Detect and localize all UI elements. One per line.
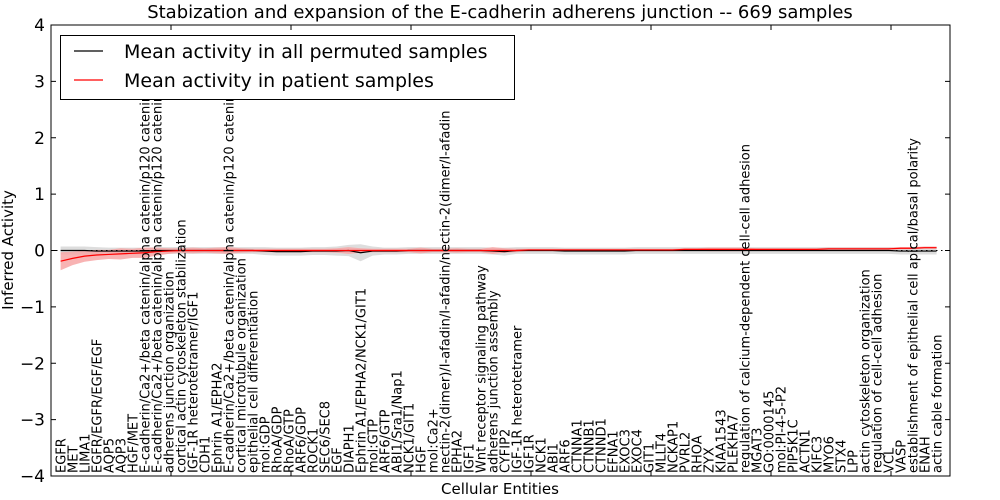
x-tick-label: IGF1 xyxy=(463,443,478,473)
x-tick-label: STX4 xyxy=(835,440,850,473)
x-tick-label: mol:GDP xyxy=(259,416,274,473)
x-tick-label: CDH1 xyxy=(199,436,214,473)
x-tick-label: AQP3 xyxy=(115,438,130,473)
y-tick-label: 4 xyxy=(34,16,45,36)
x-tick-label: ENAH xyxy=(919,436,934,473)
x-tick-label: DIAPH1 xyxy=(343,424,358,473)
x-tick-label: EGF xyxy=(331,447,346,473)
x-tick-label: IGF-1R heterotetramer/IGF1 xyxy=(187,292,202,473)
y-tick-label: 3 xyxy=(34,72,45,92)
x-tick-label: Wnt receptor signaling pathway xyxy=(475,265,490,473)
title-backdrop xyxy=(95,0,910,24)
x-tick-label: LPP xyxy=(847,450,862,473)
legend-box xyxy=(60,35,515,100)
y-tick-label: −3 xyxy=(20,411,45,431)
x-tick-label: Ephrin A1/EPHA2 xyxy=(211,362,226,473)
x-tick-label: cortical actin cytoskeleton stabilizatio… xyxy=(175,219,190,473)
x-tick-label: KIAA1543 xyxy=(715,409,730,473)
x-tick-label: ROCK1 xyxy=(307,428,322,473)
x-tick-label: MLLT4 xyxy=(655,433,670,473)
x-tick-label: NCK1 xyxy=(535,437,550,473)
x-tick-label: ACTN1 xyxy=(799,429,814,473)
x-tick-label: GO:0000145 xyxy=(763,391,778,473)
x-tick-label: ABI1 xyxy=(547,443,562,473)
x-tick-label: E-cadherin/Ca2+/beta catenin/alpha caten… xyxy=(223,94,238,473)
x-tick-label: NCKAP1 xyxy=(667,421,682,473)
x-tick-label: E-cadherin/Ca2+/beta catenin/alpha caten… xyxy=(151,80,166,473)
x-tick-label: VASP xyxy=(895,440,910,473)
x-tick-label: cortical microtubule organization xyxy=(235,258,250,473)
x-tick-label: mol:GTP xyxy=(367,419,382,473)
x-tick-label: ARF6/GDP xyxy=(295,407,310,473)
x-tick-label: EGFR/EGFR/EGF/EGF xyxy=(91,339,106,473)
x-tick-label: CTNNA1 xyxy=(571,419,586,473)
x-tick-label: establishment of epithelial cell apical/… xyxy=(907,138,922,473)
x-tick-label: CTNND1 xyxy=(595,418,610,473)
x-tick-label: actin cytoskeleton organization xyxy=(859,269,874,473)
legend: Mean activity in all permuted samples Me… xyxy=(60,35,515,100)
x-tick-label: CTNNB1 xyxy=(583,419,598,473)
x-tick-label: KIFC3 xyxy=(811,436,826,473)
x-tick-label: HGF/MET xyxy=(127,414,142,473)
y-tick-label: −4 xyxy=(20,467,45,487)
x-tick-label: PIP5K1C xyxy=(787,419,802,473)
y-axis-label: Inferred Activity xyxy=(0,190,17,310)
x-tick-label: RhoA/GTP xyxy=(283,409,298,473)
y-tick-label: 1 xyxy=(34,185,45,205)
x-tick-label: mol:PI-4-5-P2 xyxy=(775,386,790,473)
x-tick-label: E-cadherin/Ca2+/beta catenin/alpha caten… xyxy=(139,80,154,473)
x-tick-label: epithelial cell differentiation xyxy=(247,291,262,473)
x-tick-label: LIMA1 xyxy=(79,434,94,473)
x-tick-label: NCK1/GIT1 xyxy=(403,403,418,473)
x-tick-label: EGFR xyxy=(55,438,70,473)
confidence-bands xyxy=(60,244,937,271)
x-tick-label: EFNA1 xyxy=(607,430,622,473)
series-lines xyxy=(60,247,937,262)
x-tick-label: CYFIP2 xyxy=(499,429,514,473)
x-tick-label: RhoA/GDP xyxy=(271,406,286,473)
x-tick-label: AQP5 xyxy=(103,438,118,473)
y-tick-label: 0 xyxy=(34,242,45,262)
x-tick-label: ZYX xyxy=(703,447,718,473)
legend-label-patient: Mean activity in patient samples xyxy=(124,70,434,92)
y-tick-label: −2 xyxy=(20,354,45,374)
x-tick-label: EXOC3 xyxy=(619,429,634,473)
legend-label-permuted: Mean activity in all permuted samples xyxy=(124,41,487,63)
x-tick-label: MGAT3 xyxy=(751,428,766,473)
x-tick-label: VCL xyxy=(883,447,898,473)
x-tick-label: MYO6 xyxy=(823,436,838,473)
line-series-1 xyxy=(60,247,937,262)
x-tick-label: ARF6/GTP xyxy=(379,409,394,473)
x-tick-label: SEC6/SEC8 xyxy=(319,401,334,473)
x-tick-label: Ephrin A1/EPHA2/NCK1/GIT1 xyxy=(355,288,370,473)
x-tick-label: ARF6 xyxy=(559,439,574,473)
x-tick-label: GIT1 xyxy=(643,443,658,473)
x-tick-label: actin cable formation xyxy=(931,335,946,473)
x-tick-label: ABI1/Sra1/Nap1 xyxy=(391,370,406,473)
x-tick-label: PLEKHA7 xyxy=(727,414,742,473)
x-axis-label: Cellular Entities xyxy=(441,480,559,498)
x-tick-labels: EGFRMETLIMA1EGFR/EGFR/EGF/EGFAQP5AQP3HGF… xyxy=(55,80,946,473)
x-tick-label: EPHA2 xyxy=(451,430,466,473)
chart-title: Stabization and expansion of the E-cadhe… xyxy=(147,2,853,23)
x-tick-label: mol:Ca2+ xyxy=(427,408,442,473)
x-tick-label: PVRL2 xyxy=(679,432,694,473)
x-tick-label: adherens junction assembly xyxy=(487,290,502,473)
y-tick-label: −1 xyxy=(20,298,45,318)
x-tick-label: EXOC4 xyxy=(631,429,646,473)
x-tick-label: HGF xyxy=(415,446,430,473)
x-tick-label: regulation of calcium-dependent cell-cel… xyxy=(739,144,754,473)
x-tick-label: MET xyxy=(67,446,82,473)
x-tick-label: IGF1R xyxy=(523,434,538,473)
y-tick-label: 2 xyxy=(34,129,45,149)
x-tick-label: nectin-2(dimer)/I-afadin/I-afadin/nectin… xyxy=(439,111,454,473)
x-tick-label: RHOA xyxy=(691,435,706,473)
x-tick-label: adherens junction organization xyxy=(163,271,178,473)
axis-ticks: 4 3 2 1 0 −1 −2 −3 −4 xyxy=(20,16,950,487)
x-tick-label: IGF-1R heterotetramer xyxy=(511,325,526,473)
x-tick-label: regulation of cell-cell adhesion xyxy=(871,274,886,473)
